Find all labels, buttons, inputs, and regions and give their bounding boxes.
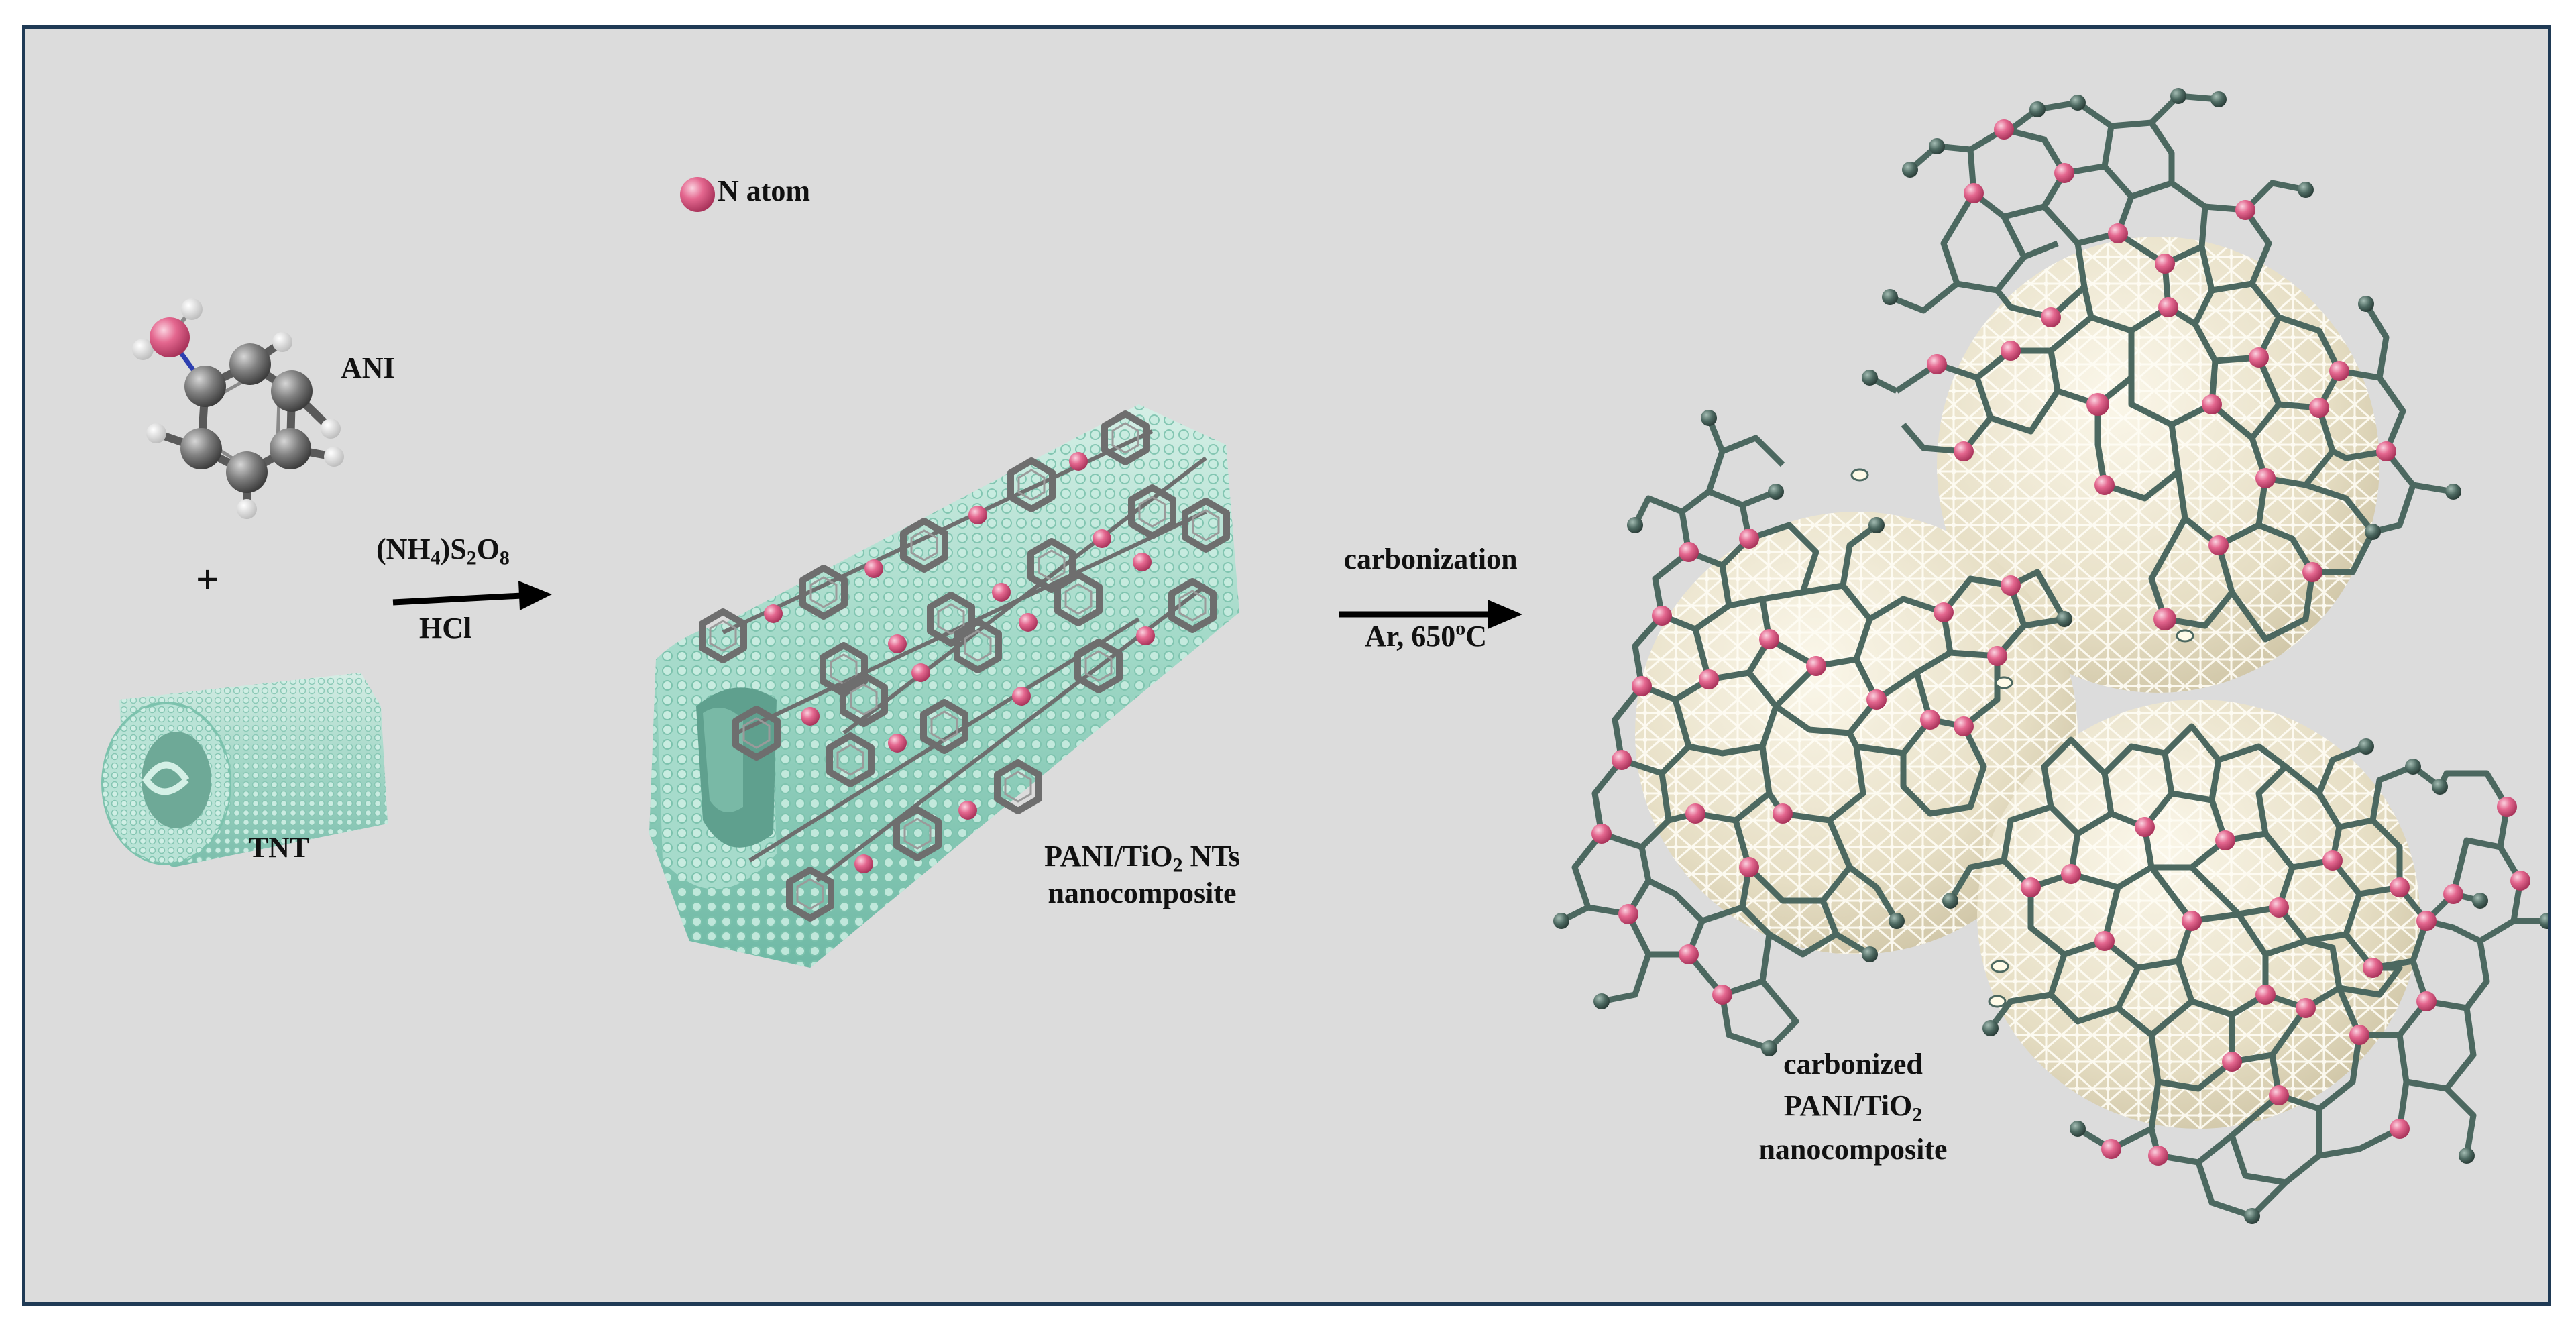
hydrogen-atom-icon [181, 298, 203, 320]
hydrogen-atom-icon [272, 332, 292, 352]
carbonization-label: carbonization [1343, 543, 1518, 575]
nitrogen-atom-icon [1591, 119, 2530, 1166]
figure-frame: N atom ANI + TNT (NH4)S2O8 HCl PANI/TiO2… [22, 25, 2551, 1306]
carbonized-nanocomposite [1553, 88, 2548, 1224]
hydrogen-atom-icon [324, 447, 344, 467]
nitrogen-atom-icon [150, 317, 190, 357]
reaction-arrow-1 [392, 581, 552, 610]
carbon-atom-icon [180, 428, 222, 469]
hydrogen-atom-icon [321, 419, 341, 439]
carbonized-label-line1: carbonized [1783, 1048, 1923, 1080]
reaction-arrow-2 [1339, 600, 1522, 629]
hydrogen-atom-icon [237, 499, 257, 519]
hydrogen-atom-icon [146, 423, 166, 443]
carbon-atom-icon [229, 343, 271, 385]
carbonization-condition: Ar, 650oC [1365, 617, 1487, 653]
hcl-label: HCl [419, 612, 472, 645]
carbon-atom-icon [184, 366, 226, 407]
pani-tio2-nanotube [649, 404, 1239, 968]
carbonized-label-line3: nanocomposite [1758, 1133, 1948, 1166]
hydrogen-atom-icon [132, 339, 154, 360]
pani-tio2-label-line2: nanocomposite [1048, 877, 1237, 909]
aniline-molecule [132, 298, 344, 519]
pani-tio2-label: PANI/TiO2 NTs [1044, 840, 1240, 877]
tnt-label: TNT [248, 831, 310, 864]
pink-sphere-icon [680, 177, 715, 212]
reagent-label: (NH4)S2O8 [376, 533, 510, 569]
titania-nanotube-icon [101, 673, 388, 867]
carbon-atom-icon [226, 451, 268, 493]
carbon-atom-icon [271, 370, 313, 412]
plus-sign: + [196, 557, 219, 602]
carbonized-label-line2: PANI/TiO2 [1783, 1089, 1923, 1126]
carbon-atom-icon [1553, 88, 2548, 1224]
bond-end-icon [1850, 468, 2194, 1008]
carbon-atom-icon [270, 428, 311, 469]
nitrogen-atom-icon [764, 452, 1155, 873]
ani-label: ANI [341, 351, 395, 384]
schematic-artwork [101, 88, 2548, 1224]
tio2-particle [1635, 512, 2078, 954]
legend-label: N atom [718, 174, 811, 207]
